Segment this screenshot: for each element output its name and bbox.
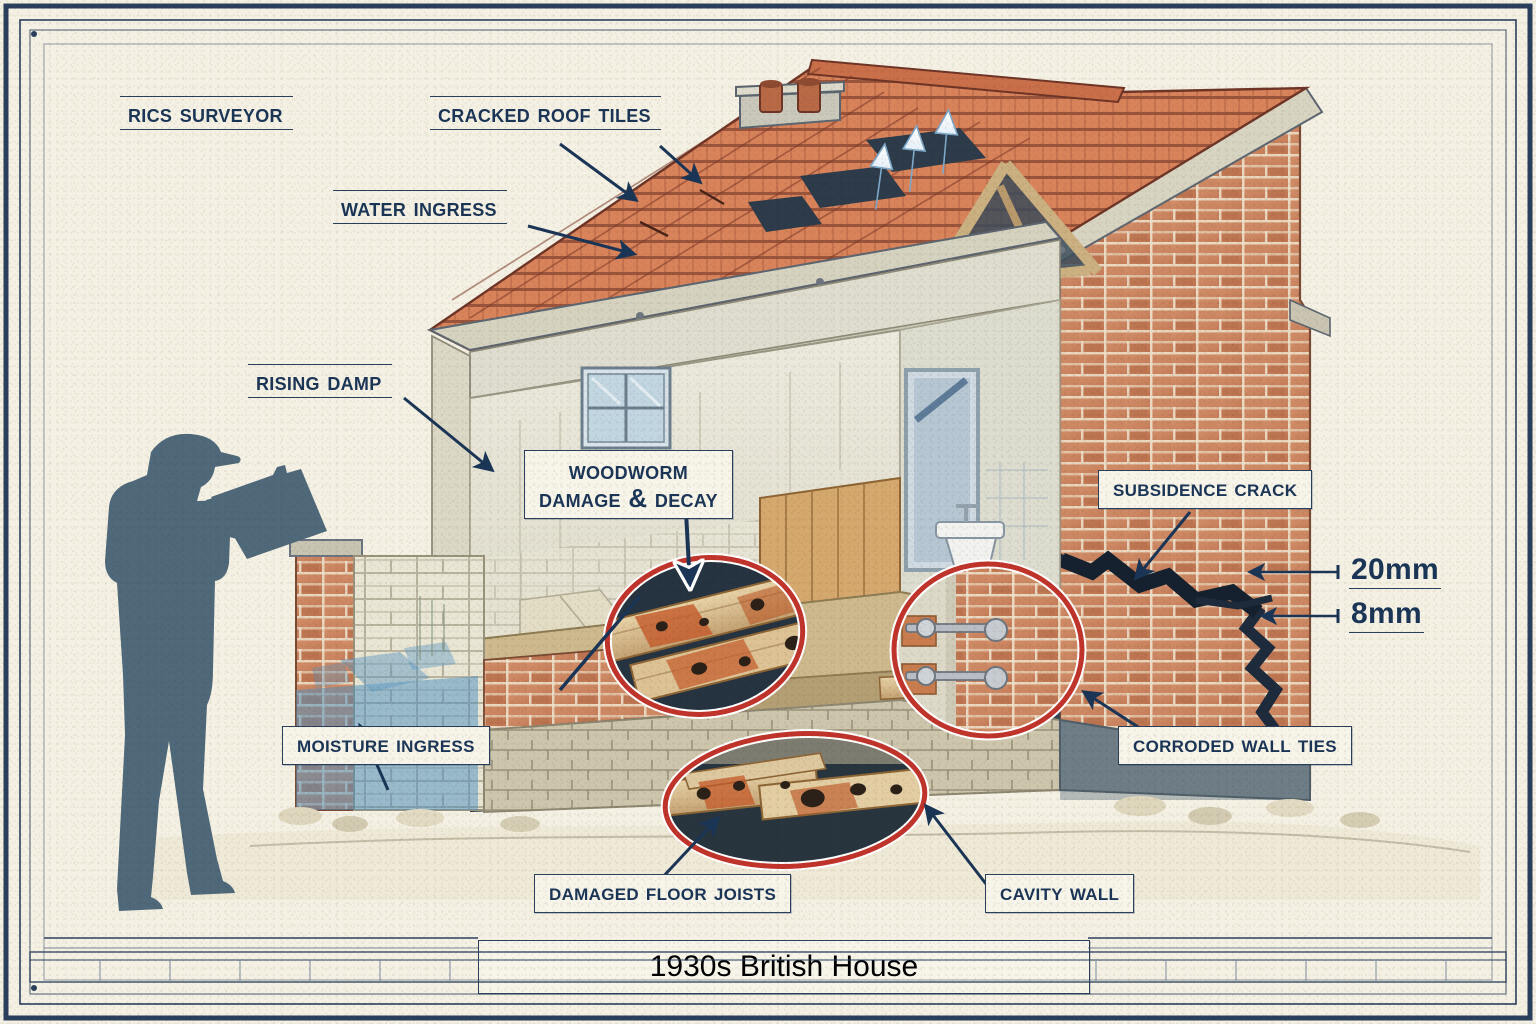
missing-tile-patch-3 [748,196,822,232]
label-text: Cracked Roof Tiles [438,98,651,128]
dwarf-pier-wall [289,539,485,811]
measurement-20mm: 20mm [1345,552,1445,590]
label-text-line1: Woodworm [568,455,689,485]
rubble [278,796,1380,832]
wall-tie-detail [889,559,1087,741]
leader-subsidence-crack [1133,511,1192,581]
label-text: Water Ingress [341,192,497,222]
label-text: Damaged Floor Joists [549,879,777,906]
chimney [735,78,845,130]
leader-woodworm [686,511,690,586]
label-damaged-floor-joists: Damaged Floor Joists [534,874,792,913]
label-text: Moisture Ingress [297,731,475,758]
leader-woodworm-secondary [558,594,642,692]
label-text: Corroded Wall Ties [1133,731,1337,758]
label-text: Cavity Wall [1000,879,1120,906]
label-text-line2: Damage & Decay [539,483,718,514]
leader-cracked-roof-tiles-a [559,142,639,203]
measurement-value: 8mm [1351,597,1422,630]
leader-cracked-roof-tiles-b [658,144,703,185]
label-text: Subsidence Crack [1113,475,1298,502]
tap [956,504,978,522]
label-text: RICS Surveyor [128,98,283,128]
label-cracked-roof-tiles: Cracked Roof Tiles [430,96,661,131]
measurement-value: 20mm [1351,553,1439,586]
interior-window [580,366,672,450]
surveyor-silhouette [105,433,327,911]
label-text: Rising Damp [256,366,382,396]
label-cavity-wall: Cavity Wall [985,874,1135,913]
vent-arrows [869,108,959,210]
label-subsidence-crack: Subsidence Crack [1098,470,1313,509]
label-moisture-ingress: Moisture Ingress [282,726,490,765]
missing-tile-patch-1 [866,128,986,172]
leader-damaged-floor-joists [658,815,721,882]
label-water-ingress: Water Ingress [333,190,507,225]
title-block: 1930s British House [478,940,1090,994]
document-title: 1930s British House [649,950,919,983]
label-corroded-wall-ties: Corroded Wall Ties [1118,726,1352,765]
leader-rising-damp [403,396,495,473]
label-woodworm-damage-decay: Woodworm Damage & Decay [524,450,733,520]
measurement-8mm: 8mm [1345,596,1428,634]
label-rics-surveyor: RICS Surveyor [120,96,293,131]
leader-water-ingress [527,224,638,260]
label-rising-damp: Rising Damp [248,364,392,399]
wall-tie [901,615,1008,647]
leader-cavity-wall [923,803,988,885]
scale-strip [29,951,1507,983]
roof [427,58,1311,361]
